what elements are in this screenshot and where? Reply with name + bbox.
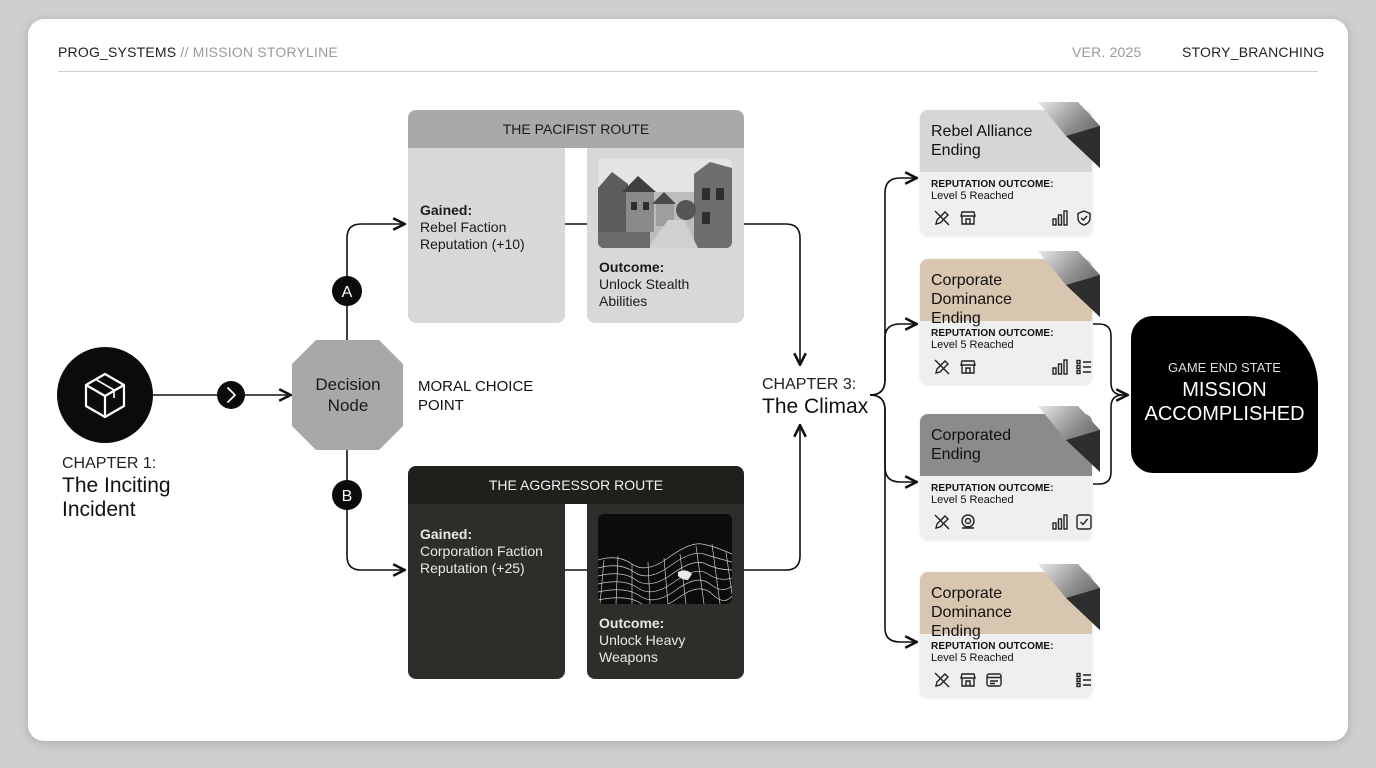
aggressor-outcome-value: Unlock Heavy Weapons <box>599 632 686 665</box>
chapter1-title: The Inciting Incident <box>62 474 171 521</box>
bar-chart-icon <box>1052 359 1068 375</box>
shop-icon <box>960 211 976 225</box>
ending-1-title: Rebel Alliance Ending <box>920 110 1092 172</box>
connector-ending-2-to-game-end <box>1093 323 1127 395</box>
flow-arrow-circle <box>217 381 245 409</box>
ending-3-rep-label: REPUTATION OUTCOME: <box>931 483 1054 494</box>
aggressor-gained-value: Corporation Faction Reputation (+25) <box>420 543 543 576</box>
village-street-photo <box>598 158 732 248</box>
aggressor-outcome-label: Outcome: <box>599 615 665 631</box>
header-breadcrumb: PROG_SYSTEMS // MISSION STORYLINE <box>58 44 338 60</box>
chapter1-badge <box>57 347 153 443</box>
connector-climax-to-ending-2 <box>869 324 916 396</box>
wireframe-terrain-render <box>598 514 732 604</box>
connector-ending-3-to-game-end <box>1093 394 1124 485</box>
pencil-off-icon <box>934 514 950 530</box>
decision-node-label: Decision Node <box>315 375 381 415</box>
shop-icon <box>960 360 976 374</box>
game-end-title: MISSION ACCOMPLISHED <box>1144 379 1305 425</box>
header-system: PROG_SYSTEMS <box>58 44 177 60</box>
branch-b-letter: B <box>342 488 353 505</box>
list-icon <box>1076 672 1091 688</box>
ending-4-rep-value: Level 5 Reached <box>931 652 1014 664</box>
cube-icon <box>84 372 126 419</box>
checkbox-icon <box>1076 514 1092 530</box>
ending-1-rep-label: REPUTATION OUTCOME: <box>931 179 1054 190</box>
pacifist-gained-value: Rebel Faction Reputation (+10) <box>420 219 525 252</box>
connector-climax-to-ending-1 <box>869 178 916 396</box>
header-section: MISSION STORYLINE <box>192 44 338 60</box>
branch-b-badge <box>332 480 362 510</box>
shop-icon <box>960 673 976 687</box>
shield-icon <box>1077 210 1091 226</box>
ending-1-rep-value: Level 5 Reached <box>931 190 1014 202</box>
header-separator: // <box>180 44 189 60</box>
chevron-right-icon <box>227 387 236 403</box>
header-version: VER. 2025 <box>1072 44 1142 60</box>
aggressor-route-title: THE AGGRESSOR ROUTE <box>408 466 744 504</box>
pacifist-outcome-panel: Outcome: Unlock Stealth Abilities <box>587 148 744 323</box>
header-divider <box>58 71 1318 72</box>
ending-4-rep-label: REPUTATION OUTCOME: <box>931 641 1054 652</box>
connector-node-to-pacifist <box>346 224 404 340</box>
pacifist-route-title: THE PACIFIST ROUTE <box>408 110 744 148</box>
aggressor-gained-panel: Gained: Corporation Faction Reputation (… <box>408 504 565 679</box>
connector-pacifist-to-climax <box>744 223 800 364</box>
aggressor-gained-label: Gained: <box>420 526 473 542</box>
ending-2-fold <box>1038 251 1100 317</box>
ending-2-title: Corporate Dominance Ending <box>920 259 1092 327</box>
pacifist-outcome-label: Outcome: <box>599 259 665 275</box>
pacifist-outcome-value: Unlock Stealth Abilities <box>599 276 690 309</box>
connector-aggressor-to-climax <box>744 426 800 571</box>
ending-2-rep-value: Level 5 Reached <box>931 339 1014 351</box>
chapter3-kicker: CHAPTER 3: <box>762 376 857 393</box>
pencil-off-icon <box>934 210 950 226</box>
ending-3-fold <box>1038 406 1100 472</box>
branch-a-letter: A <box>342 284 353 301</box>
ending-card-1: Rebel Alliance Ending REPUTATION OUTCOME… <box>920 110 1092 235</box>
coin-icon <box>961 514 975 529</box>
ending-3-rep-value: Level 5 Reached <box>931 494 1014 506</box>
decision-node-shape <box>292 340 403 450</box>
ending-4-title: Corporate Dominance Ending <box>920 572 1092 640</box>
ending-2-rep-label: REPUTATION OUTCOME: <box>931 328 1054 339</box>
connector-climax-to-ending-3 <box>869 394 916 482</box>
ending-1-fold <box>1038 102 1100 168</box>
pencil-off-icon <box>934 672 950 688</box>
chapter1-kicker: CHAPTER 1: <box>62 455 157 472</box>
aggressor-outcome-panel: Outcome: Unlock Heavy Weapons <box>587 504 744 679</box>
bar-chart-icon <box>1052 210 1068 226</box>
browser-icon <box>986 673 1002 687</box>
game-end-kicker: GAME END STATE <box>1168 360 1281 375</box>
pacifist-gained-panel: Gained: Rebel Faction Reputation (+10) <box>408 148 565 323</box>
bar-chart-icon <box>1052 514 1068 530</box>
game-end-state: GAME END STATE MISSION ACCOMPLISHED <box>1131 316 1318 473</box>
branch-a-badge <box>332 276 362 306</box>
ending-card-2: Corporate Dominance Ending REPUTATION OU… <box>920 259 1092 384</box>
ending-4-fold <box>1038 564 1100 630</box>
header-tag: STORY_BRANCHING <box>1182 44 1325 60</box>
chapter3-title: The Climax <box>762 395 869 418</box>
connector-climax-to-ending-4 <box>869 394 916 642</box>
pencil-off-icon <box>934 359 950 375</box>
moral-choice-caption: MORAL CHOICE POINT <box>418 378 534 414</box>
connector-node-to-aggressor <box>346 450 404 570</box>
pacifist-gained-label: Gained: <box>420 202 473 218</box>
list-icon <box>1076 359 1091 375</box>
